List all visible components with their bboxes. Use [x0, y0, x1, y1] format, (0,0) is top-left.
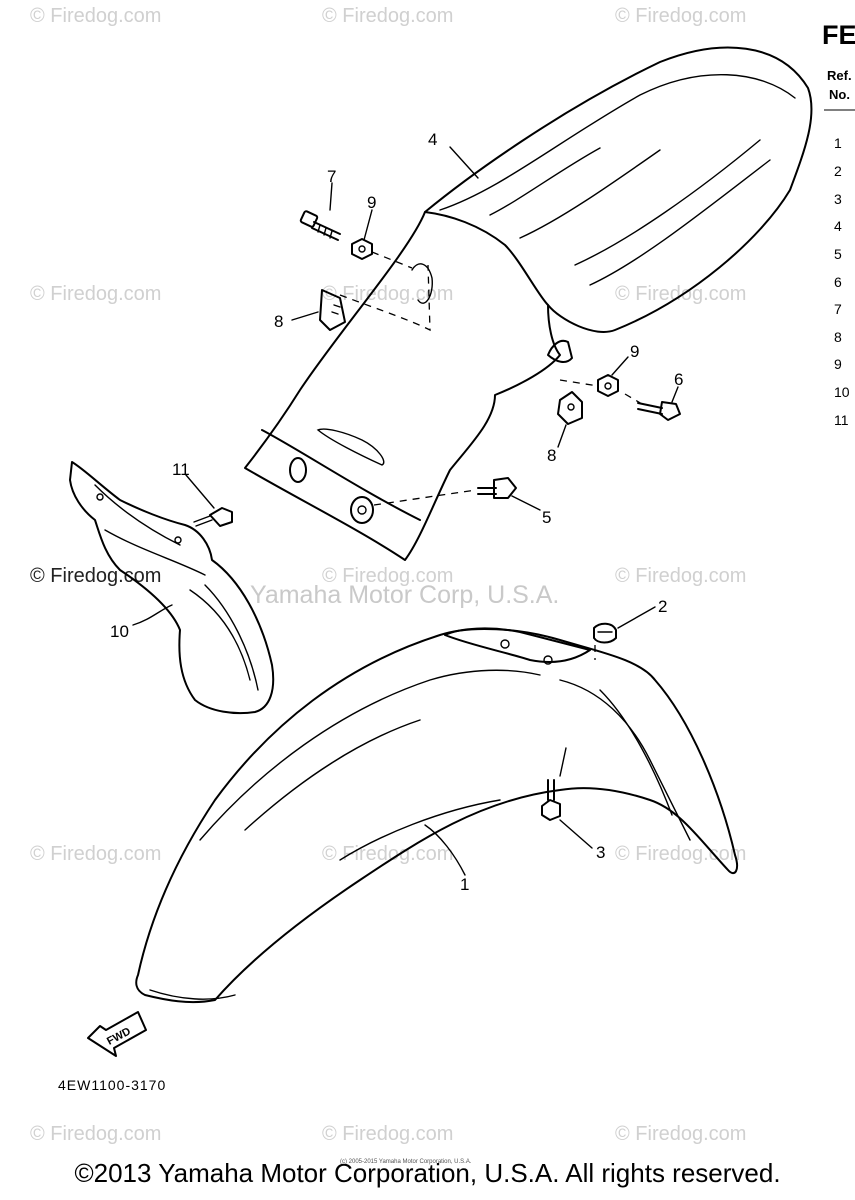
nut-9-right	[597, 374, 619, 397]
watermark: © Firedog.com	[615, 1123, 746, 1145]
callout-3: 3	[596, 843, 605, 862]
yamaha-watermark: Yamaha Motor Corp, U.S.A.	[250, 581, 559, 609]
watermark: © Firedog.com	[322, 1123, 453, 1145]
watermark: © Firedog.com	[30, 843, 161, 865]
callouts: 4 7 9 8 9 6 8 5 11 10 2 3 1	[110, 130, 683, 894]
nut-9-upper	[351, 238, 373, 260]
watermark: © Firedog.com	[322, 283, 453, 305]
callout-11: 11	[172, 460, 190, 479]
watermark: © Firedog.com	[615, 843, 746, 865]
watermark: © Firedog.com	[322, 565, 453, 587]
ref-number: 11	[834, 412, 849, 428]
ref-number: 3	[834, 191, 842, 207]
ref-number: 2	[834, 163, 842, 179]
rear-fender	[244, 46, 813, 561]
callout-1: 1	[460, 875, 469, 894]
screw-11	[193, 507, 233, 527]
ref-number: 5	[834, 246, 842, 262]
watermark: © Firedog.com	[322, 5, 453, 27]
ref-number: 7	[834, 301, 842, 317]
bolt-6	[637, 401, 681, 421]
diagram-code: 4EW1100-3170	[58, 1077, 166, 1093]
hardware	[193, 210, 681, 821]
callout-4: 4	[428, 130, 437, 149]
title-fragment: FE	[822, 20, 855, 50]
watermark: © Firedog.com	[615, 283, 746, 305]
callout-10: 10	[110, 622, 129, 641]
bolt-7	[299, 210, 341, 241]
callout-8-right: 8	[547, 446, 556, 465]
ref-number: 6	[834, 274, 842, 290]
ref-number: 9	[834, 356, 842, 372]
watermark: © Firedog.com	[30, 5, 161, 27]
ref-number: 8	[834, 329, 842, 345]
assembly-lines	[339, 251, 643, 660]
reference-column: FE Ref. No. 1 2 3 4 5 6 7 8 9 10 11	[822, 20, 855, 428]
bolt-3	[541, 779, 561, 821]
ref-header-line2: No.	[829, 87, 850, 102]
callout-5: 5	[542, 508, 551, 527]
clip-8-right	[557, 391, 583, 425]
leader-lines	[132, 146, 679, 876]
watermark: © Firedog.com	[30, 1123, 161, 1145]
front-fender	[135, 627, 738, 1004]
ref-number: 10	[834, 384, 850, 400]
clip-8-upper	[319, 289, 346, 331]
watermark: © Firedog.com	[615, 565, 746, 587]
watermark: © Firedog.com	[322, 843, 453, 865]
callout-2: 2	[658, 597, 667, 616]
tiny-copyright: (c) 2005-2015 Yamaha Motor Corporation, …	[340, 1159, 472, 1165]
rear-flap	[69, 461, 275, 715]
ref-number: 4	[834, 218, 842, 234]
ref-number: 1	[834, 135, 842, 151]
grommet-2	[593, 622, 617, 644]
fwd-arrow: FWD	[87, 1011, 147, 1057]
callout-8-upper: 8	[274, 312, 283, 331]
callout-9-right: 9	[630, 342, 639, 361]
ref-header-line1: Ref.	[827, 68, 852, 83]
footer-copyright: ©2013 Yamaha Motor Corporation, U.S.A. A…	[74, 1158, 781, 1188]
watermark: © Firedog.com	[30, 283, 161, 305]
watermark: © Firedog.com	[615, 5, 746, 27]
watermark-grid: © Firedog.com © Firedog.com © Firedog.co…	[30, 5, 746, 1145]
bolt-5	[477, 477, 517, 499]
callout-6: 6	[674, 370, 683, 389]
callout-9-upper: 9	[367, 193, 376, 212]
callout-7: 7	[327, 167, 336, 186]
watermark: © Firedog.com	[30, 565, 161, 587]
